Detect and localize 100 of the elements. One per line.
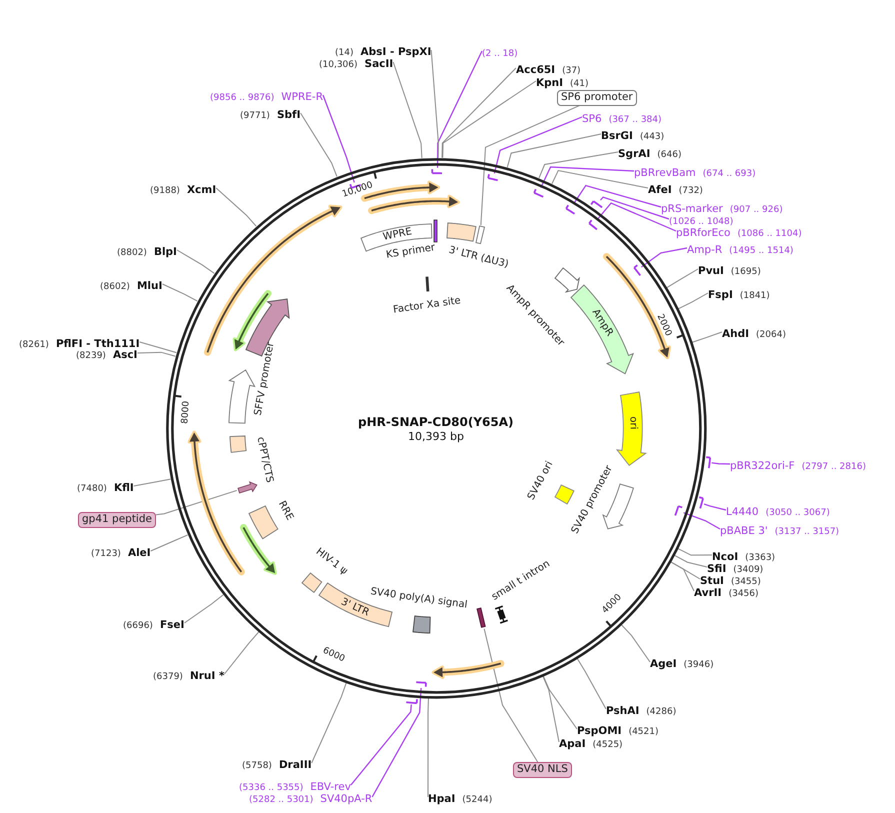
feature-label: SFFV promoter [254,342,277,416]
tick-label: 2000 [655,313,673,338]
feature-label: SV40 poly(A) signal [370,587,468,611]
leader-line [139,342,177,354]
leader-line [430,50,439,158]
feature-label: KS primer [386,243,436,261]
site-position: (4525) [592,740,623,750]
feature-tag: gp41 peptide [78,512,156,528]
primer-range: (1495 .. 1514) [729,246,794,256]
leader-line [372,688,422,798]
leader-line [670,561,694,592]
leader-line [677,548,712,556]
leader-line [573,184,662,208]
primer-range: (9856 .. 9876) [210,93,274,103]
primer-range: (3137 .. 3157) [774,527,840,537]
enzyme-name: FseI [160,619,184,631]
leader-line [184,594,224,624]
primer-range: (1086 .. 1104) [737,229,802,239]
leader-line [133,478,172,486]
site-position: (41) [570,79,589,89]
enzyme-name: Acc65I [516,64,556,76]
leader-line [442,68,516,158]
site-position: (443) [640,132,664,142]
feature-bar [476,607,487,629]
leader-line [155,490,238,516]
site-position: (7480) [77,484,107,494]
orf-arc [238,523,280,578]
site-position: (8602) [100,282,130,292]
enzyme-name: SgrAI [618,148,650,160]
feature-label: cPPT/CTS [254,436,274,484]
enzyme-name: AscI [112,349,138,361]
primer-hook-icon [705,456,712,470]
leader-line [704,504,726,511]
primer-range: (5336 .. 5355) [239,783,304,793]
leader-line [692,332,722,343]
leader-line [551,170,648,188]
leader-line [540,166,634,188]
site-position: (3456) [728,589,759,599]
leader-line [392,62,422,159]
feature-tag: SP6 promoter [557,90,637,106]
site-position: (3363) [745,553,776,563]
enzyme-name: AbsI - PspXI [360,46,432,58]
site-position: (3455) [730,577,761,587]
site-position: (14) [335,48,354,58]
primer-name: SV40pA-R [320,793,372,805]
leader-line [712,462,730,465]
plasmid-name: pHR-SNAP-CD80(Y65A) [358,416,514,428]
site-position: (9771) [240,111,270,121]
primer-range: (2 .. 18) [482,49,518,59]
enzyme-name: NcoI [712,551,738,563]
primer-name: pRS-marker [661,203,723,215]
primer-hook-icon [674,505,684,517]
enzyme-name: KflI [114,482,134,494]
leader-line [350,704,412,786]
leader-line [576,658,606,710]
site-position: (8239) [76,351,106,361]
leader-line [224,632,260,674]
enzyme-name: AfeI [648,184,672,196]
enzyme-name: FspI [708,289,733,301]
site-position: (10,306) [319,60,358,70]
leader-line [538,152,618,179]
site-position: (2064) [756,330,786,340]
feature-label: RRE [276,500,294,522]
enzyme-name: PflFI - Tth111I [56,338,140,350]
primer-hook-icon [698,496,704,510]
enzyme-name: AhdI [722,328,750,340]
leader-line [311,682,347,764]
leader-line [597,202,676,232]
leader-line [620,624,650,662]
feature-label: 3' LTR [339,596,370,618]
leader-line [150,534,188,552]
tick-label: 8000 [181,400,192,424]
enzyme-name: PspOMI [577,725,622,737]
primer-name: SP6 [582,113,602,125]
leader-line [600,196,670,220]
primer-name: EBV-rev [310,781,351,793]
site-position: (8802) [117,248,147,258]
enzyme-name: BsrGI [601,130,633,142]
orf-arc [429,658,506,682]
enzyme-name: XcmI [186,184,216,196]
leader-line [300,112,338,177]
site-position: (5244) [462,795,492,805]
site-position: (37) [562,66,581,76]
enzyme-name: SfiI [707,563,726,575]
site-position: (5758) [242,761,272,771]
leader-line [494,116,582,174]
feature-label: 3' LTR (ΔU3) [448,246,510,270]
enzyme-name: AgeI [650,658,677,670]
leader-line [683,512,720,530]
leader-line [641,247,688,268]
leader-line [674,554,708,568]
site-position: (7123) [91,549,121,559]
feature-label: Factor Xa site [392,296,462,316]
leader-line [666,268,698,288]
feature-shape [236,480,258,494]
enzyme-name: NruI * [190,670,224,682]
enzyme-name: BlpI [154,246,177,258]
enzyme-name: StuI [700,575,724,587]
site-position: (3946) [684,660,714,670]
enzyme-name: AvrII [694,587,722,599]
